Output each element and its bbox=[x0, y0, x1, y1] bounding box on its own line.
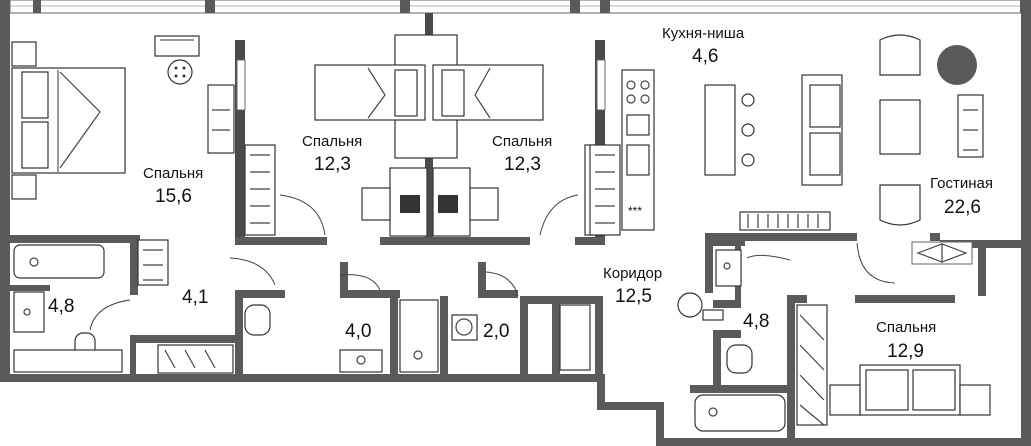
living-room-name: Гостиная bbox=[930, 175, 993, 192]
right-bath-furniture bbox=[677, 249, 991, 432]
bathroom-right-area: 4,8 bbox=[743, 311, 769, 332]
bedroom-3-name: Спальня bbox=[492, 133, 552, 150]
bedroom-1-area: 15,6 bbox=[155, 186, 192, 207]
bedroom-2-area: 12,3 bbox=[314, 154, 351, 175]
bedroom-4-area: 12,9 bbox=[887, 341, 924, 362]
room-labels: Спальня 15,6 Спальня 12,3 Спальня 12,3 К… bbox=[48, 25, 993, 362]
living-room-furniture bbox=[739, 34, 984, 284]
kitchen-furniture: *** bbox=[621, 69, 755, 231]
bedroom-2-3-furniture bbox=[314, 34, 621, 237]
bedroom-4-name: Спальня bbox=[876, 319, 936, 336]
living-room-area: 22,6 bbox=[944, 197, 981, 218]
bathroom-left-area: 4,8 bbox=[48, 296, 74, 317]
left-bath-furniture bbox=[13, 239, 276, 374]
bedroom-3-area: 12,3 bbox=[504, 154, 541, 175]
corridor-name: Коридор bbox=[603, 265, 662, 282]
bedroom-1-name: Спальня bbox=[143, 165, 203, 182]
top-window-strip bbox=[9, 0, 1031, 14]
bathroom-center-area: 4,0 bbox=[345, 321, 371, 342]
laundry-area: 2,0 bbox=[483, 321, 509, 342]
corridor-area: 12,5 bbox=[615, 286, 652, 307]
center-bath-furniture bbox=[244, 271, 591, 373]
kitchen-niche-area: 4,6 bbox=[692, 46, 718, 67]
bedroom-1-furniture bbox=[11, 35, 326, 236]
bedroom-2-name: Спальня bbox=[302, 133, 362, 150]
window-frames bbox=[236, 59, 973, 265]
kitchen-niche-name: Кухня-ниша bbox=[662, 25, 745, 42]
svg-text:***: *** bbox=[628, 204, 642, 218]
dressing-left-area: 4,1 bbox=[182, 287, 208, 308]
